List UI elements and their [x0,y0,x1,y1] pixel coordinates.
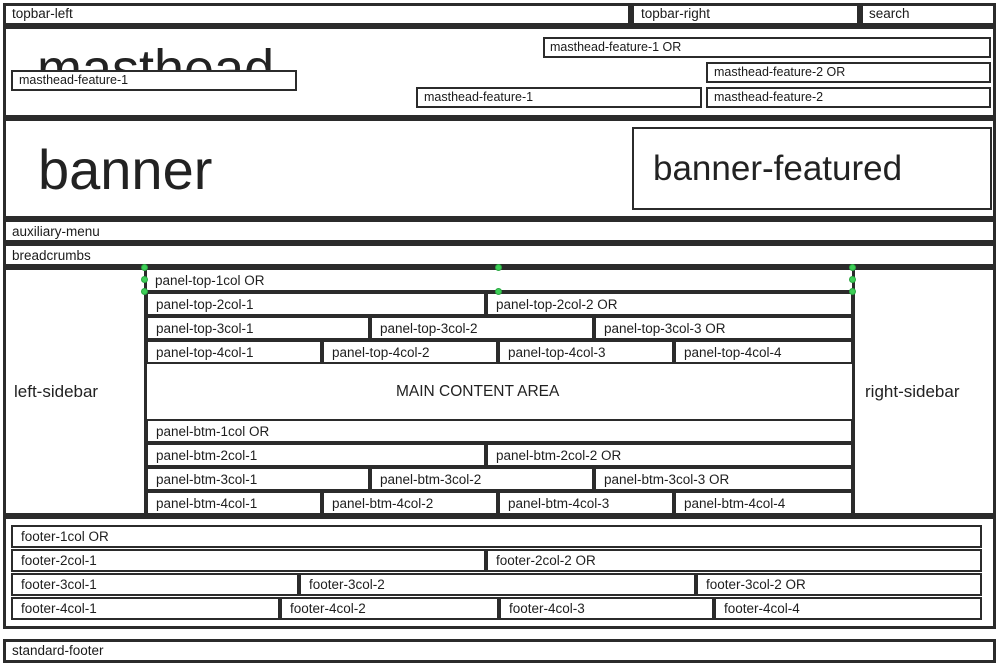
masthead-feature-2-label: masthead-feature-2 [714,90,824,104]
footer-3col-3-label: footer-3col-2 OR [706,577,806,592]
footer-1col[interactable]: footer-1col OR [11,525,982,548]
footer-4col-4-label: footer-4col-4 [724,601,800,616]
selection-handle-top-center[interactable] [495,264,502,271]
panel-btm-1col-label: panel-btm-1col OR [156,423,270,439]
footer-3col-3[interactable]: footer-3col-2 OR [696,573,982,596]
masthead-feature-1-or-label: masthead-feature-1 OR [550,40,682,54]
panel-btm-4col-1[interactable]: panel-btm-4col-1 [146,491,322,515]
panel-btm-4col-3[interactable]: panel-btm-4col-3 [498,491,674,515]
footer-1col-label: footer-1col OR [21,529,109,544]
search-region[interactable] [860,3,996,26]
panel-top-3col-1[interactable]: panel-top-3col-1 [146,316,370,340]
selection-handle-bottom-right[interactable] [849,288,856,295]
main-content-label: MAIN CONTENT AREA [396,383,560,400]
selection-handle-mid-left[interactable] [141,276,148,283]
masthead-feature-1-box [416,87,702,108]
panel-top-2col-2-label: panel-top-2col-2 OR [496,296,618,312]
footer-3col-1-label: footer-3col-1 [21,577,97,592]
panel-btm-4col-4-label: panel-btm-4col-4 [684,495,786,511]
panel-top-1col-label: panel-top-1col OR [155,272,265,288]
footer-3col-2[interactable]: footer-3col-2 [299,573,696,596]
panel-top-3col-1-label: panel-top-3col-1 [156,320,254,336]
panel-top-4col-1-label: panel-top-4col-1 [156,344,254,360]
selection-handle-bottom-center[interactable] [495,288,502,295]
panel-top-4col-3[interactable]: panel-top-4col-3 [498,340,674,364]
panel-btm-4col-2[interactable]: panel-btm-4col-2 [322,491,498,515]
panel-top-3col-3[interactable]: panel-top-3col-3 OR [594,316,853,340]
panel-btm-3col-2-label: panel-btm-3col-2 [380,471,482,487]
panel-top-4col-3-label: panel-top-4col-3 [508,344,606,360]
masthead-feature-1-label: masthead-feature-1 [424,90,534,104]
panel-top-4col-2-label: panel-top-4col-2 [332,344,430,360]
selection-handle-top-right[interactable] [849,264,856,271]
panel-btm-2col-2-label: panel-btm-2col-2 OR [496,447,622,463]
panel-btm-4col-3-label: panel-btm-4col-3 [508,495,610,511]
footer-4col-3[interactable]: footer-4col-3 [499,597,714,620]
panel-btm-4col-1-label: panel-btm-4col-1 [156,495,258,511]
footer-4col-1[interactable]: footer-4col-1 [11,597,280,620]
panel-btm-3col-2[interactable]: panel-btm-3col-2 [370,467,594,491]
panel-btm-3col-3-label: panel-btm-3col-3 OR [604,471,730,487]
footer-2col-1-label: footer-2col-1 [21,553,97,568]
panel-btm-3col-1[interactable]: panel-btm-3col-1 [146,467,370,491]
auxiliary-menu-region [3,219,996,243]
footer-4col-2[interactable]: footer-4col-2 [280,597,499,620]
banner-title: banner [38,138,213,201]
panel-top-3col-2[interactable]: panel-top-3col-2 [370,316,594,340]
footer-4col-1-label: footer-4col-1 [21,601,97,616]
right-sidebar-label: right-sidebar [865,382,960,401]
panel-top-4col-4[interactable]: panel-top-4col-4 [674,340,853,364]
search-label: search [869,6,910,21]
panel-top-3col-3-label: panel-top-3col-3 OR [604,320,726,336]
selection-handle-top-left[interactable] [141,264,148,271]
panel-top-2col-1[interactable]: panel-top-2col-1 [146,292,486,316]
breadcrumbs-label: breadcrumbs [12,248,91,263]
topbar-right-region [631,3,860,26]
selection-handle-bottom-left[interactable] [141,288,148,295]
panel-btm-2col-2[interactable]: panel-btm-2col-2 OR [486,443,853,467]
panel-btm-4col-4[interactable]: panel-btm-4col-4 [674,491,853,515]
panel-top-4col-4-label: panel-top-4col-4 [684,344,782,360]
masthead-feature-2-or-box [706,62,991,83]
masthead-feature-1-left-box [11,70,297,91]
footer-3col-1[interactable]: footer-3col-1 [11,573,299,596]
panel-top-3col-2-label: panel-top-3col-2 [380,320,478,336]
left-sidebar-label: left-sidebar [14,382,99,401]
panel-top-4col-1[interactable]: panel-top-4col-1 [146,340,322,364]
masthead-feature-2-or-label: masthead-feature-2 OR [714,65,846,79]
footer-4col-3-label: footer-4col-3 [509,601,585,616]
standard-footer-region [3,639,996,663]
panel-btm-3col-3[interactable]: panel-btm-3col-3 OR [594,467,853,491]
auxiliary-menu-label: auxiliary-menu [12,224,100,239]
banner-featured-box [632,127,992,210]
masthead-feature-1-or-box [543,37,991,58]
footer-3col-2-label: footer-3col-2 [309,577,385,592]
footer-2col-1[interactable]: footer-2col-1 [11,549,486,572]
standard-footer-label: standard-footer [12,643,104,658]
banner-featured-label: banner-featured [653,149,903,188]
panel-btm-4col-2-label: panel-btm-4col-2 [332,495,434,511]
topbar-right-label: topbar-right [641,6,711,21]
masthead-feature-1-left-label: masthead-feature-1 [19,73,129,87]
panel-top-2col-1-label: panel-top-2col-1 [156,296,254,312]
panel-btm-2col-1[interactable]: panel-btm-2col-1 [146,443,486,467]
footer-4col-4[interactable]: footer-4col-4 [714,597,982,620]
selection-handle-mid-right[interactable] [849,276,856,283]
panel-top-4col-2[interactable]: panel-top-4col-2 [322,340,498,364]
topbar-left-label: topbar-left [12,6,73,21]
topbar-left-region [3,3,631,26]
masthead-feature-2-box [706,87,991,108]
panel-btm-2col-1-label: panel-btm-2col-1 [156,447,258,463]
panel-btm-1col[interactable]: panel-btm-1col OR [146,419,853,443]
footer-4col-2-label: footer-4col-2 [290,601,366,616]
footer-2col-2[interactable]: footer-2col-2 OR [486,549,982,572]
panel-top-2col-2[interactable]: panel-top-2col-2 OR [486,292,853,316]
footer-2col-2-label: footer-2col-2 OR [496,553,596,568]
panel-btm-3col-1-label: panel-btm-3col-1 [156,471,258,487]
